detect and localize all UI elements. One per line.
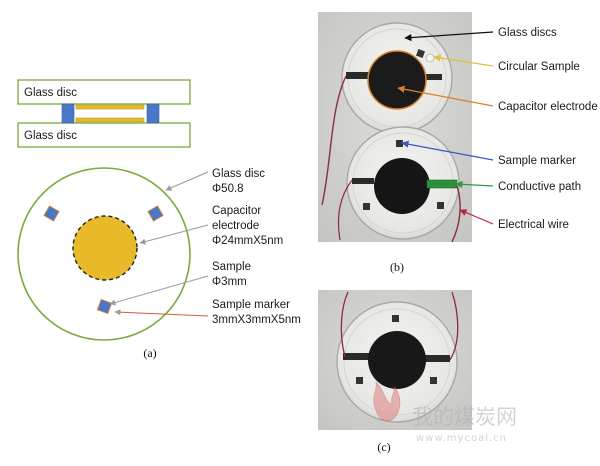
caption-a: (a) <box>143 346 156 360</box>
photo-b-top-marker <box>416 49 425 58</box>
arrow-electrode <box>139 224 209 245</box>
arrow-glass-discs <box>404 31 494 42</box>
arrow-electrical-wire <box>459 209 494 225</box>
watermark-url: www.mycoal.cn <box>416 433 507 444</box>
arrow-capacitor-electrode <box>397 85 494 107</box>
photo-c-wire-left <box>340 291 349 358</box>
diagram-a: Glass disc Glass disc Glass disc Φ50.8 <box>17 79 301 360</box>
caption-c: (c) <box>377 440 390 454</box>
caption-b: (b) <box>390 260 404 274</box>
arrow-sample <box>109 275 209 306</box>
photo-b-conductive-path <box>426 179 458 189</box>
label-conductive-path: Conductive path <box>498 181 581 193</box>
photo-b-wire-mid <box>337 179 353 241</box>
callout-capacitor-electrode: Capacitor electrode Φ24mmX5nm <box>212 205 283 247</box>
label-capacitor-electrode: Capacitor electrode <box>498 101 598 113</box>
arrow-circular-sample <box>433 54 494 67</box>
photo-b-marker-right <box>437 202 444 209</box>
photo-b-capacitor-electrode <box>367 50 427 110</box>
bottom-disc-label: Glass disc <box>24 130 77 142</box>
label-glass-discs: Glass discs <box>498 27 557 39</box>
label-sample-marker: Sample marker <box>498 155 576 167</box>
spacer-right <box>146 103 160 124</box>
callout-sample-marker: Sample marker 3mmX3mmX5nm <box>212 299 301 326</box>
cross-section: Glass disc Glass disc <box>17 79 191 148</box>
photo-b-bottom-path-left <box>352 178 374 184</box>
top-disc-label: Glass disc <box>24 87 77 99</box>
arrow-sample-marker <box>114 309 209 317</box>
callout-sample: Sample Φ3mm <box>212 261 254 288</box>
photo-c-marker-top <box>392 315 399 322</box>
photo-c-electrode <box>368 331 426 389</box>
arrow-conductive-path <box>455 180 494 188</box>
arrow-sample-marker-b <box>401 140 494 161</box>
photo-b-marker-left <box>363 203 370 210</box>
photo-b-circular-sample <box>425 53 435 63</box>
photo-c-wire-right <box>449 291 459 361</box>
watermark-name: 我的煤炭网 <box>412 405 517 429</box>
photo-c-marker-left <box>356 377 363 384</box>
watermark-flame-icon <box>373 381 401 422</box>
top-view <box>17 167 191 341</box>
photo-b-marker-top <box>396 140 403 147</box>
capacitor-electrode <box>72 215 138 281</box>
photo-b-top-path-right <box>422 74 442 80</box>
electrode-bottom-layer <box>75 117 145 123</box>
spacer-left <box>61 103 75 124</box>
photo-b: Glass discs Circular Sample Capacitor el… <box>318 12 598 274</box>
photo-c-path-left <box>343 353 369 360</box>
callout-glass-disc: Glass disc Φ50.8 <box>212 168 268 195</box>
photo-b-top-path-left <box>346 72 370 79</box>
photo-b-wire-left <box>321 75 347 206</box>
watermark: 我的煤炭网 www.mycoal.cn <box>373 381 517 444</box>
label-electrical-wire: Electrical wire <box>498 219 569 231</box>
sample-marker-bottom <box>96 298 113 315</box>
arrow-glass-disc <box>165 171 209 191</box>
label-circular-sample: Circular Sample <box>498 61 580 73</box>
electrode-top-layer <box>75 104 145 110</box>
bottom-glass-disc <box>17 122 191 148</box>
photo-c-marker-right <box>430 377 437 384</box>
sample-marker-right <box>147 205 164 222</box>
photo-b-bottom-electrode <box>374 158 430 214</box>
top-glass-disc <box>17 79 191 105</box>
photo-c-path-right <box>424 355 450 362</box>
photo-c: (c) <box>318 290 472 454</box>
sample-marker-left <box>43 205 60 222</box>
